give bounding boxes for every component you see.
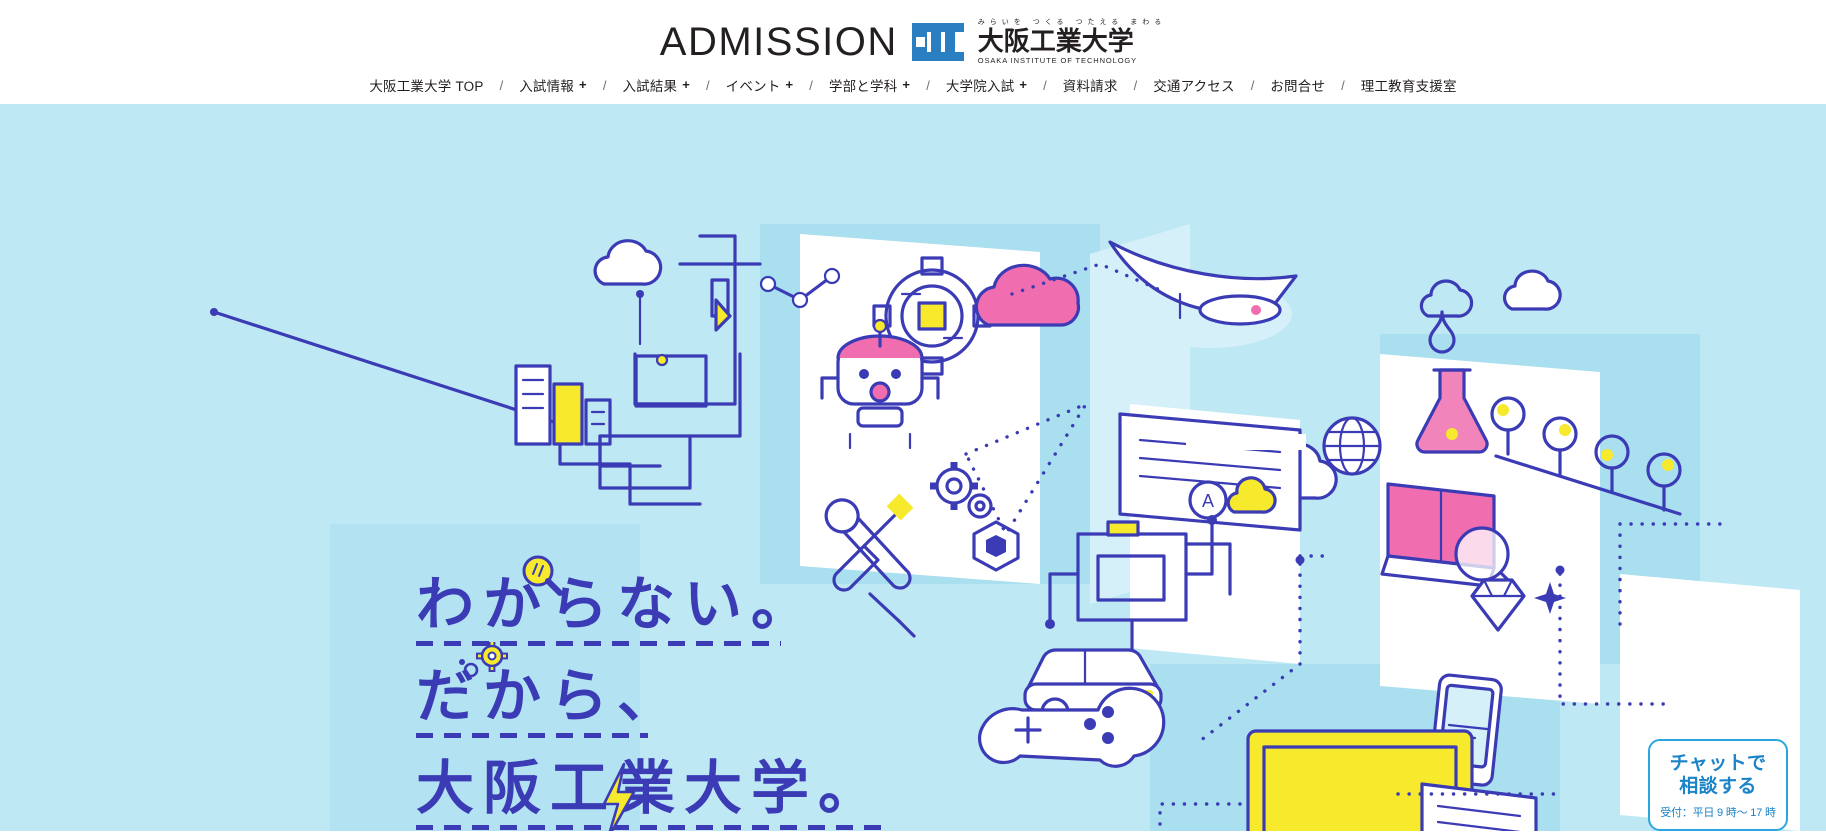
nav-item-5[interactable]: 大学院入試 + xyxy=(946,75,1027,95)
nav-expand-plus-icon[interactable]: + xyxy=(1019,76,1028,92)
hero-illustration: .ink { fill:none; stroke:#3a3bb5; stroke… xyxy=(210,224,1800,831)
headline-text: わからない。 xyxy=(416,570,819,638)
city-buildings-icon xyxy=(514,364,612,446)
dashed-connector xyxy=(963,262,1162,538)
svg-text:</>: </> xyxy=(1320,777,1399,828)
logo-university-name: 大阪工業大学 xyxy=(977,26,1134,57)
gear-emblem-icon xyxy=(872,256,992,376)
admission-wordmark: ADMISSION xyxy=(659,20,898,64)
nav-item-1[interactable]: 入試情報 + xyxy=(519,75,587,95)
yellow-cloud-icon xyxy=(1226,476,1277,514)
nav-expand-plus-icon[interactable]: + xyxy=(785,76,794,92)
headline-dashed-rule xyxy=(416,732,648,738)
chat-widget[interactable]: チャットで 相談する 受付：平日 9 時〜 17 時 xyxy=(1648,713,1788,831)
nav-item-6[interactable]: 資料請求 xyxy=(1063,75,1118,95)
plant-row-icon xyxy=(1490,396,1682,516)
chat-close-icon[interactable] xyxy=(1756,711,1782,737)
logo-row: ADMISSION みらいを つくる つたえる まわる 大阪工業大学 OSAKA… xyxy=(0,18,1826,66)
nav-separator: / xyxy=(1133,77,1138,93)
university-logo-text: みらいを つくる つたえる まわる 大阪工業大学 OSAKA INSTITUTE… xyxy=(978,19,1166,65)
nav-separator: / xyxy=(1043,77,1047,93)
tools-icon xyxy=(824,493,916,638)
dotted-network xyxy=(1158,522,1722,831)
nav-separator: / xyxy=(809,77,813,93)
hero-section: .ink { fill:none; stroke:#3a3bb5; stroke… xyxy=(0,104,1826,831)
nav-item-label: 学部と学科 xyxy=(828,79,898,94)
circuit-diagram xyxy=(598,234,841,490)
nav-item-label: イベント xyxy=(725,79,781,94)
nav-item-label: 入試情報 xyxy=(519,79,575,94)
nav-item-label: 大阪工業大学 TOP xyxy=(369,79,484,94)
headline-line-2: 大阪工業大学。 xyxy=(416,753,886,831)
nav-item-4[interactable]: 学部と学科 + xyxy=(829,75,910,95)
nav-item-label: 入試結果 xyxy=(622,79,678,94)
nav-separator: / xyxy=(1250,77,1255,93)
chat-consult-button[interactable]: チャットで 相談する 受付：平日 9 時〜 17 時 xyxy=(1648,738,1788,831)
nav-item-9[interactable]: 理工教育支援室 xyxy=(1361,75,1457,95)
nav-item-7[interactable]: 交通アクセス xyxy=(1153,75,1235,95)
logo-furigana: みらいを つくる つたえる まわる xyxy=(977,19,1167,27)
chat-hours: 受付：平日 9 時〜 17 時 xyxy=(1660,807,1776,819)
nav-item-label: 理工教育支援室 xyxy=(1360,79,1457,94)
nav-separator: / xyxy=(602,77,607,93)
site-header: ADMISSION みらいを つくる つたえる まわる 大阪工業大学 OSAKA… xyxy=(0,0,1826,104)
nav-expand-plus-icon[interactable]: + xyxy=(902,76,911,92)
headline-line-1: だから、 xyxy=(416,641,886,738)
nav-item-label: 資料請求 xyxy=(1062,79,1118,94)
headline-text: 大阪工業大学。 xyxy=(416,753,886,822)
nav-expand-plus-icon[interactable]: + xyxy=(682,76,691,92)
headline-dashed-rule xyxy=(416,640,781,646)
nav-expand-plus-icon[interactable]: + xyxy=(579,76,587,92)
nav-item-2[interactable]: 入試結果 + xyxy=(622,75,690,95)
oit-logo-mark xyxy=(911,23,964,61)
glider-icon xyxy=(1108,240,1298,348)
headline-text: だから、 xyxy=(416,661,685,730)
nav-item-3[interactable]: イベント + xyxy=(726,75,794,95)
hero-headline: わからない。だから、大阪工業大学。 xyxy=(416,555,886,831)
flask-icon xyxy=(1415,368,1489,454)
diagonal-line xyxy=(210,308,702,506)
nav-separator: / xyxy=(1341,77,1345,93)
chat-title-line2: 相談する xyxy=(1679,775,1757,797)
nav-item-label: 大学院入試 xyxy=(945,79,1015,94)
chat-title-line1: チャットで xyxy=(1669,752,1767,774)
nav-item-8[interactable]: お問合せ xyxy=(1270,75,1325,95)
headline-line-0: わからない。 xyxy=(416,555,886,646)
headline-dashed-rule xyxy=(416,824,886,830)
hex-nut-icon xyxy=(972,520,1020,572)
nav-separator: / xyxy=(499,77,504,93)
nav-separator: / xyxy=(706,77,710,93)
diamond-icon xyxy=(1470,578,1566,632)
nav-item-label: 交通アクセス xyxy=(1153,79,1235,94)
logo-university-name-english: OSAKA INSTITUTE OF TECHNOLOGY xyxy=(977,56,1138,66)
globe-icon xyxy=(1322,416,1382,476)
game-controller-icon xyxy=(978,686,1166,768)
robot-icon xyxy=(820,318,940,450)
document-icon: A xyxy=(1118,412,1302,532)
nav-item-0[interactable]: 大阪工業大学 TOP xyxy=(369,75,483,95)
svg-text:A: A xyxy=(1202,491,1214,511)
main-navigation: 大阪工業大学 TOP / 入試情報 + / 入試結果 + / イベント + / 学部と学科 + / 大学院入… xyxy=(0,66,1826,104)
nav-separator: / xyxy=(926,77,930,93)
droplet-icon xyxy=(1428,310,1456,354)
nav-item-label: お問合せ xyxy=(1270,79,1326,94)
small-gears-icon xyxy=(930,462,993,519)
book-magnifier-icon xyxy=(1380,482,1522,594)
